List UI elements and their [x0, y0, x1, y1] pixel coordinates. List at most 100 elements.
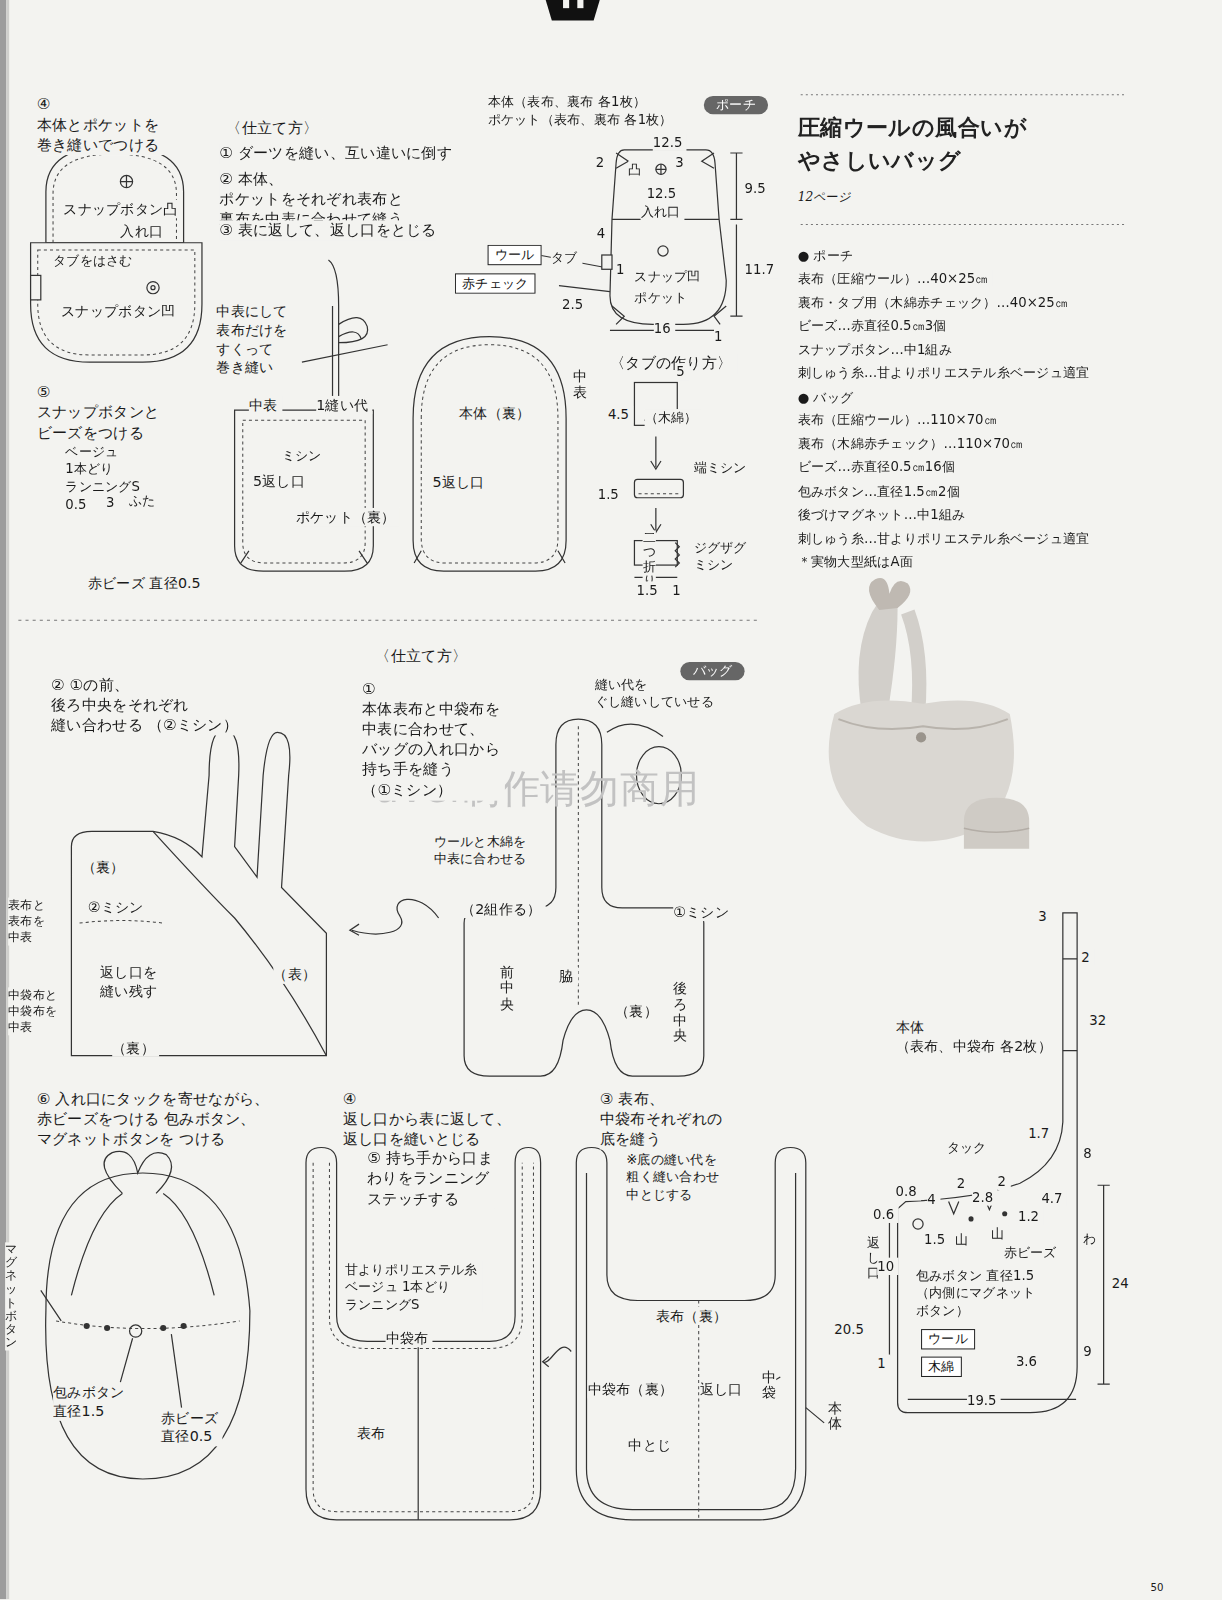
pattern-label: 赤ビーズ 直径0.5: [161, 1409, 222, 1447]
bag-step-four: [418, 1341, 419, 1520]
pattern-label: 〈タブの作り方〉: [610, 354, 738, 374]
pattern-label: 赤ビーズ 直径0.5: [88, 573, 201, 592]
pattern-label: ポケット（裏）: [296, 508, 400, 527]
pattern-label: 入れ口: [120, 221, 167, 240]
pattern-label: 8: [1083, 1144, 1096, 1161]
pouch-assembly: [53, 154, 176, 243]
pattern-label: 1.5: [924, 1231, 950, 1248]
tab-diagram: [639, 493, 682, 494]
whip-stitch-detail: [328, 260, 338, 403]
pattern-label: スナップボタン…中1組み: [798, 341, 957, 358]
pouch-pattern: [656, 164, 666, 174]
pattern-label: 縫い代を ぐし縫いしていせる: [595, 675, 719, 710]
bag-step-three: [587, 1173, 796, 1510]
pattern-label: 2: [1081, 949, 1094, 966]
finished-bag: [181, 1323, 187, 1329]
pattern-label: 3.6: [1016, 1353, 1041, 1370]
bag-photo: [838, 719, 1007, 729]
pattern-label: 中表にして 表布だけを すくって 巻き縫い: [216, 302, 293, 377]
pattern-label: 1: [877, 1355, 890, 1372]
bag-photo: [908, 612, 919, 714]
pouch-pattern: [658, 246, 668, 256]
vertical-label: 中表: [573, 369, 587, 400]
pouch-pattern: [612, 153, 726, 324]
finished-bag: [71, 1193, 214, 1295]
pattern-label: 12.5: [653, 134, 687, 151]
bag-step-two: [71, 729, 326, 1055]
pattern-label: ● ポーチ: [798, 247, 854, 264]
bag-pattern: [1098, 1185, 1110, 1384]
body-piece: [421, 345, 558, 563]
pattern-label: 入れ口: [641, 203, 685, 220]
pattern-label: 4.5: [608, 406, 634, 423]
page-title: 圧縮ウールの風合いが やさしいバッグ: [798, 110, 1032, 177]
pouch-assembly: [147, 282, 159, 294]
pattern-label: ① 本体表布と中袋布を 中表に合わせて、 バッグの入れ口から 持ち手を縫う （①…: [362, 679, 505, 800]
pattern-label: ②ミシン: [88, 898, 148, 917]
bag-pattern: [889, 1219, 890, 1357]
pattern-label: 甘よりポリエステル糸 ベージュ 1本どり ランニングS: [345, 1261, 483, 1313]
pattern-label: タブ: [551, 249, 583, 266]
pattern-label: ジグザグ ミシン: [694, 539, 752, 574]
pattern-label: 中とじ: [628, 1436, 675, 1455]
pattern-label: 1.2: [1018, 1208, 1044, 1225]
pattern-label: ふた: [129, 492, 160, 509]
pouch-pattern: [656, 164, 666, 174]
bag-step-four: [306, 1148, 571, 1520]
fabric-swatch-label: ウール: [921, 1329, 975, 1349]
pocket-piece: [235, 410, 374, 571]
pattern-label: 中表: [249, 396, 283, 415]
pattern-label: 裏布（木綿赤チェック）…110×70㎝: [798, 435, 1029, 452]
pattern-label: スナップボタン凸: [63, 200, 181, 219]
pattern-label: 12.5: [647, 185, 681, 202]
pattern-label: 表布（圧縮ウール）…40×25㎝: [798, 269, 993, 286]
pattern-label: 5返し口: [253, 471, 309, 490]
pattern-label: 赤ビーズ: [1004, 1243, 1061, 1260]
pattern-label: 1: [672, 581, 685, 598]
bag-step-four: [543, 1347, 572, 1367]
bag-photo: [869, 578, 910, 610]
pattern-label: ⑥ 入れ口にタックを寄せながら、 赤ビーズをつける 包みボタン、マグネットボタン…: [37, 1089, 272, 1150]
node-text: 木綿: [928, 1358, 955, 1376]
pattern-label: スナップボタン凹: [61, 302, 180, 321]
pouch-pattern: [610, 150, 726, 324]
pattern-label: 1縫い代: [316, 396, 372, 415]
bag-step-four: [313, 1163, 533, 1512]
pattern-label: スナップ凹: [634, 267, 704, 284]
pattern-label: 2: [957, 1175, 970, 1192]
pattern-label: ビーズ…赤直径0.5㎝3個: [798, 317, 951, 334]
finished-bag: [104, 1325, 110, 1331]
pattern-label: 32: [1089, 1012, 1110, 1029]
pattern-label: （2組作る）: [461, 900, 546, 919]
bag-step-two: [153, 831, 326, 1055]
pattern-label: 刺しゅう糸…甘よりポリエステル糸ベージュ適宜: [798, 364, 1094, 381]
pattern-label: 5返し口: [432, 472, 488, 491]
whip-stitch-detail: [302, 345, 388, 362]
pattern-label: 本体: [896, 1018, 929, 1037]
pattern-label: 中袋布（裏）: [588, 1380, 678, 1399]
pattern-label: 0.8: [896, 1183, 922, 1200]
pattern-label: 3: [1038, 908, 1051, 925]
finished-bag: [104, 1151, 171, 1193]
pattern-label: ポケット: [634, 289, 691, 306]
vertical-label: 前中央: [500, 965, 514, 1012]
pattern-label: 本体（裏）: [459, 404, 534, 423]
bag-pattern: [968, 1216, 973, 1221]
pattern-label: 凸: [628, 161, 646, 178]
node-text: バッグ: [693, 662, 733, 680]
pattern-label: 1: [714, 327, 727, 344]
bag-step-four: [306, 1148, 541, 1520]
pattern-label: 24: [1112, 1275, 1133, 1292]
pattern-label: 3: [675, 154, 688, 171]
pattern-label: 裏布・タブ用（木綿赤チェック）…40×25㎝: [798, 294, 1072, 311]
binder-clip: [577, 0, 583, 8]
pattern-label: 後づけマグネット…中1組み: [798, 506, 970, 523]
pattern-label: ※底の縫い代を 粗く縫い合わせ 中とじする: [626, 1151, 724, 1203]
pattern-label: （裏）: [82, 858, 129, 877]
pattern-label: 9.5: [745, 180, 771, 197]
node-text: 赤チェック: [462, 274, 528, 292]
pattern-label: ③ 表布、中袋布それぞれの 底を縫う: [600, 1089, 773, 1150]
pattern-label: 0.5: [65, 496, 91, 513]
bag-step-one: [607, 724, 663, 736]
pattern-label: 3: [106, 494, 119, 511]
